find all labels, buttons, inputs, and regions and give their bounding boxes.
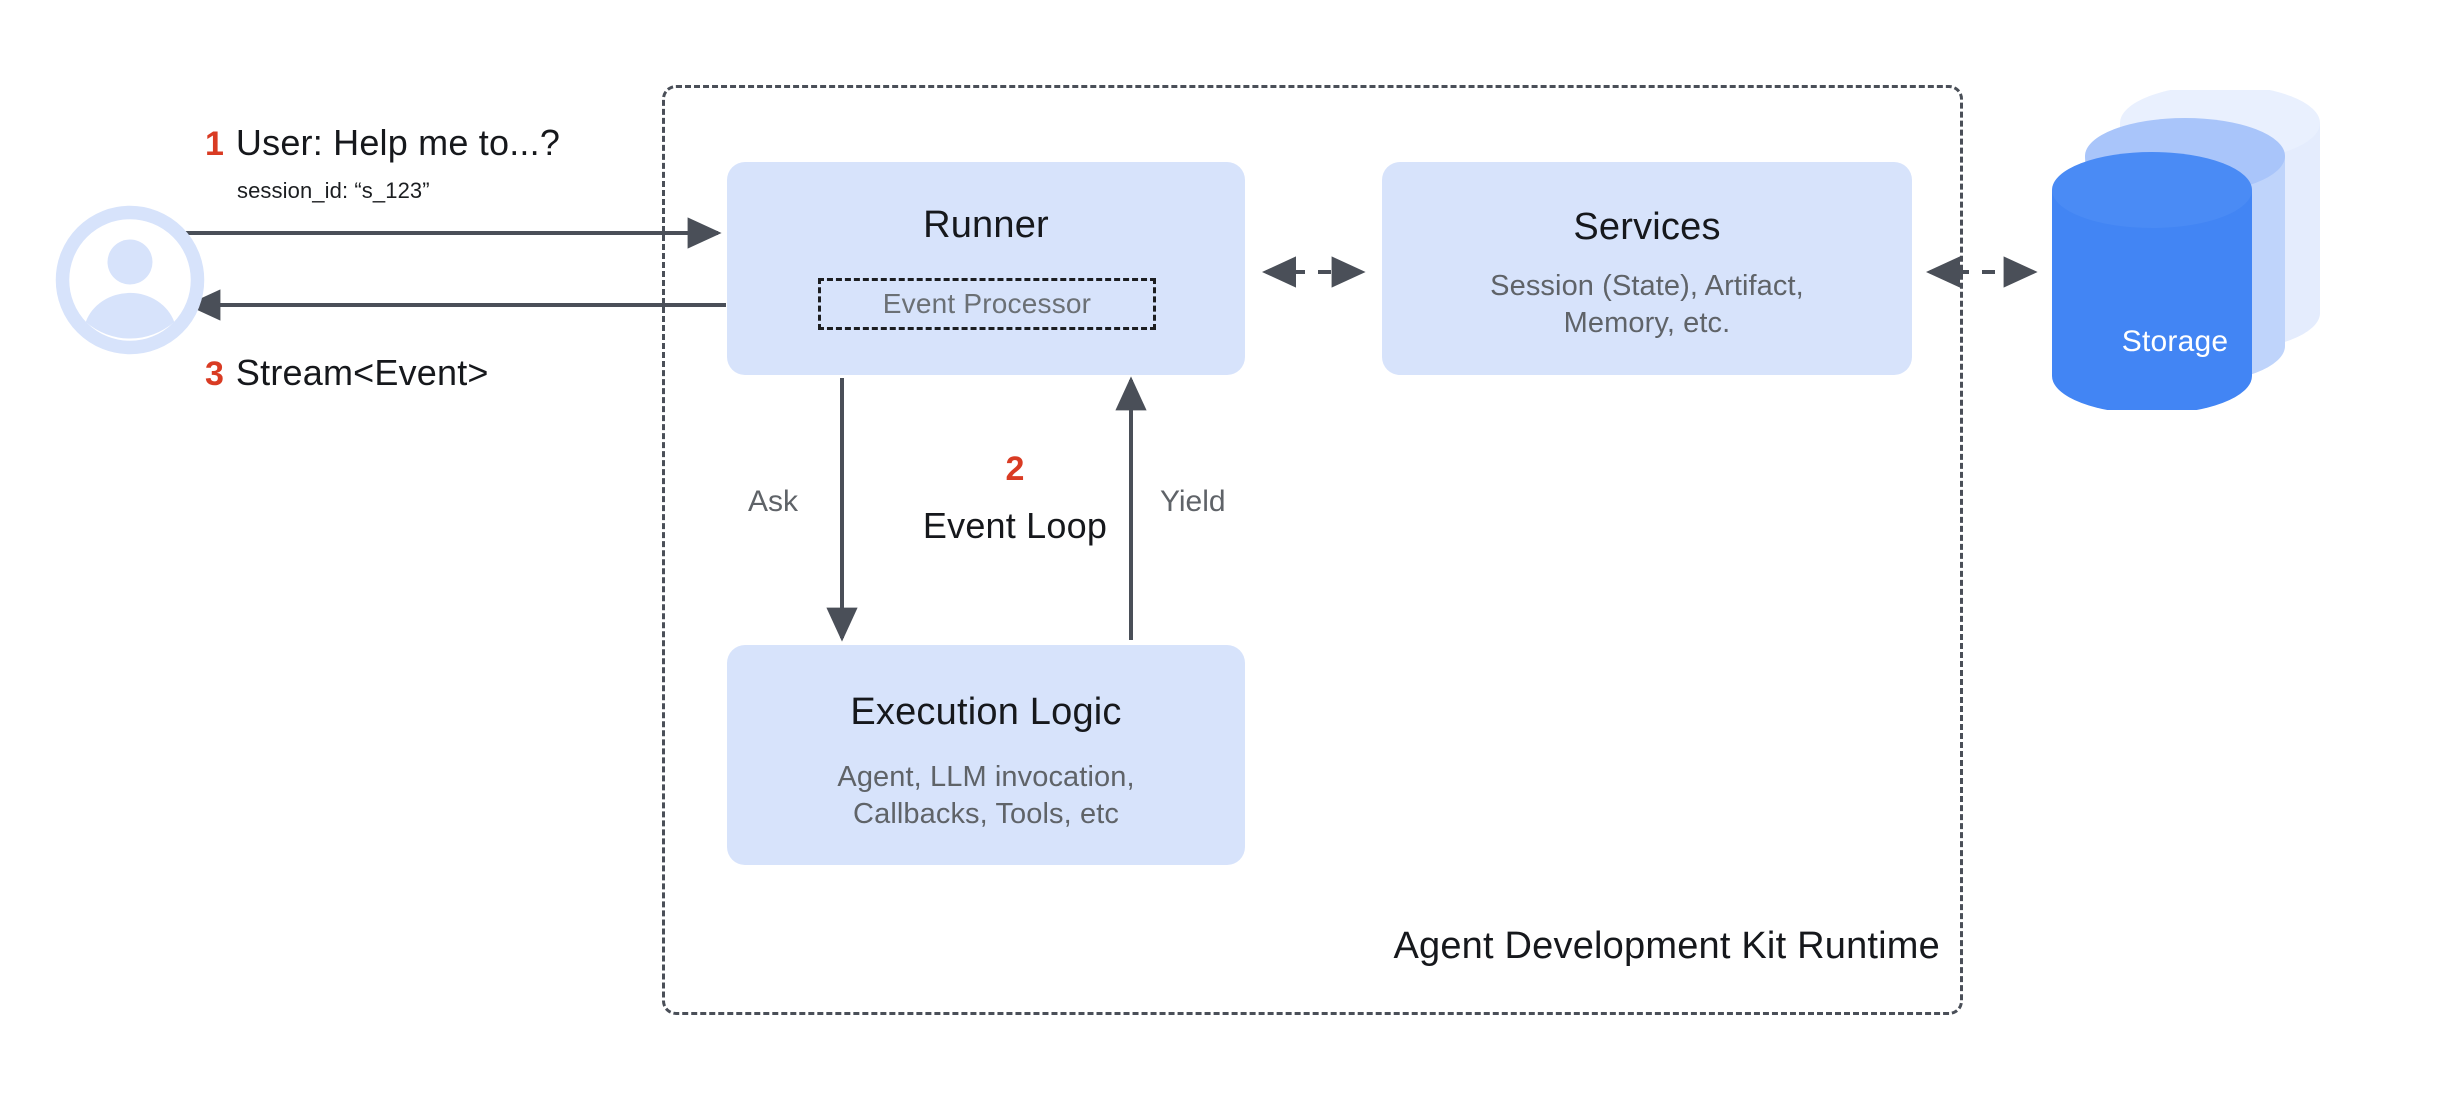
step-3-number: 3 xyxy=(205,355,224,393)
ask-label: Ask xyxy=(748,485,799,518)
storage-cylinder-front xyxy=(2052,152,2252,410)
runner-title: Runner xyxy=(923,204,1049,246)
services-subtitle-line-1: Session (State), Artifact, xyxy=(1490,269,1804,302)
execution-logic-subtitle-line-2: Callbacks, Tools, etc xyxy=(853,798,1119,831)
stream-response-text: Stream<Event> xyxy=(235,352,489,393)
database-cylinder-icon xyxy=(2052,90,2320,410)
runtime-title: Agent Development Kit Runtime xyxy=(1393,925,1940,967)
step-2-number: 2 xyxy=(1005,450,1025,488)
step-1-number: 1 xyxy=(205,125,224,163)
user-request-label: 1 User: Help me to...? xyxy=(205,122,560,164)
event-loop-label: Event Loop xyxy=(922,505,1108,546)
user-request-text: User: Help me to...? xyxy=(235,122,561,163)
event-processor-label: Event Processor xyxy=(882,288,1092,319)
execution-logic-box: Execution Logic Agent, LLM invocation, C… xyxy=(727,645,1245,865)
yield-label: Yield xyxy=(1160,485,1226,518)
execution-logic-subtitle: Agent, LLM invocation, Callbacks, Tools,… xyxy=(837,759,1134,834)
services-box: Services Session (State), Artifact, Memo… xyxy=(1382,162,1912,375)
execution-logic-title: Execution Logic xyxy=(850,691,1122,733)
session-id-label: session_id: “s_123” xyxy=(237,178,430,203)
adk-runtime-container xyxy=(662,85,1963,1015)
stream-response-label: 3 Stream<Event> xyxy=(205,352,489,394)
services-subtitle-line-2: Memory, etc. xyxy=(1563,307,1731,340)
user-avatar-icon xyxy=(55,205,205,355)
event-processor-box: Event Processor xyxy=(818,278,1156,330)
services-subtitle: Session (State), Artifact, Memory, etc. xyxy=(1490,268,1804,343)
services-title: Services xyxy=(1573,206,1721,248)
runner-box: Runner xyxy=(727,162,1245,375)
execution-logic-subtitle-line-1: Agent, LLM invocation, xyxy=(837,760,1135,793)
